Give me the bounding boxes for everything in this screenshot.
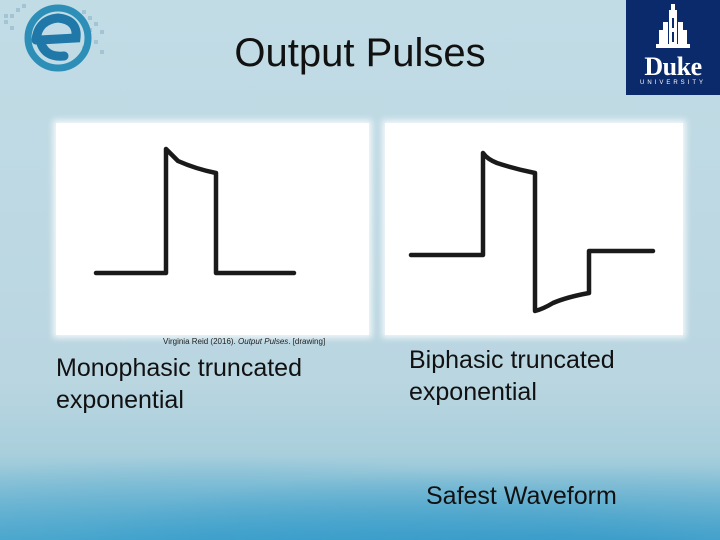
e-logo-icon xyxy=(4,4,104,72)
safest-waveform-note: Safest Waveform xyxy=(426,482,617,510)
biphasic-waveform xyxy=(408,150,656,314)
credit-author: Virginia Reid (2016). xyxy=(163,337,239,346)
monophasic-label: Monophasic truncated exponential xyxy=(56,354,302,414)
slide-title: Output Pulses xyxy=(234,31,486,75)
bottom-wave-decoration xyxy=(0,455,720,540)
monophasic-drawing xyxy=(56,123,369,335)
image-credit: Virginia Reid (2016). Output Pulses. [dr… xyxy=(163,337,325,346)
biphasic-drawing xyxy=(385,123,683,335)
credit-type: . [drawing] xyxy=(288,337,326,346)
duke-logo: Duke UNIVERSITY xyxy=(626,0,720,95)
biphasic-label: Biphasic truncated exponential xyxy=(409,346,615,406)
chapel-icon xyxy=(656,4,690,48)
monophasic-waveform xyxy=(93,146,297,276)
duke-wordmark: Duke xyxy=(644,52,702,81)
credit-title: Output Pulses xyxy=(238,337,289,346)
duke-university-text: UNIVERSITY xyxy=(639,80,706,86)
